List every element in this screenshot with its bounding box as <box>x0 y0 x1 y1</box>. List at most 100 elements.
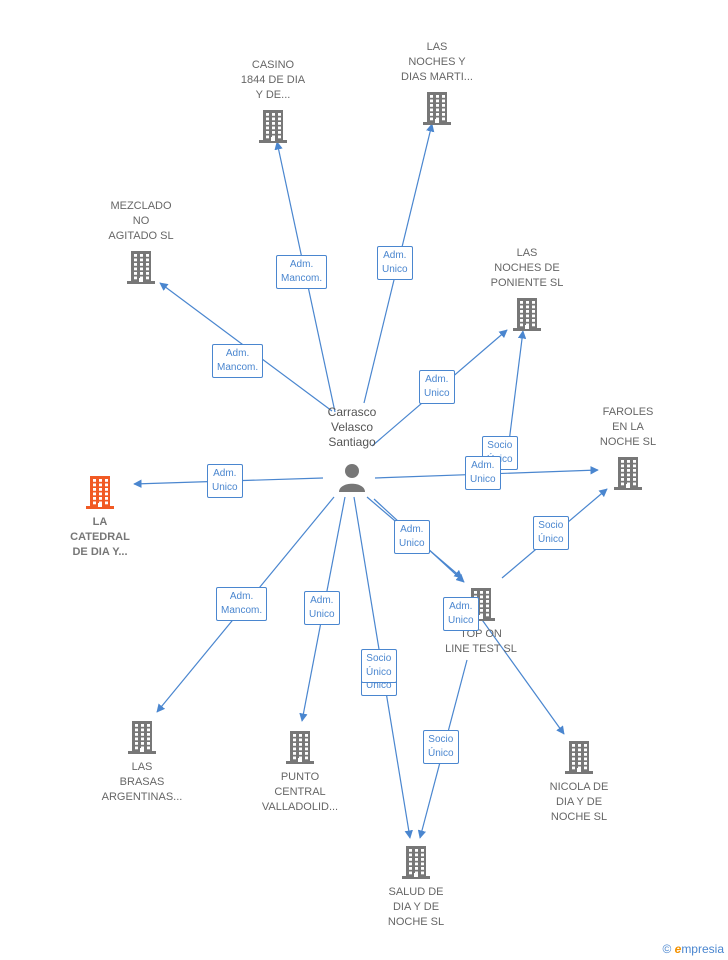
edge-label[interactable]: Adm.Unico <box>304 591 340 625</box>
brand-e: e <box>674 942 682 956</box>
edge-label[interactable]: Adm. Mancom. <box>276 255 328 289</box>
company-label: ARGENTINAS... <box>101 791 183 803</box>
edge-label-line: Unico <box>382 264 408 275</box>
company-label: LINE TEST SL <box>445 643 517 655</box>
company-label: NOCHE SL <box>599 436 657 448</box>
building-icon <box>128 721 156 754</box>
copyright-icon: © <box>662 942 672 956</box>
company-label: MEZCLADO <box>110 200 172 212</box>
company-label: 1844 DE DIA <box>240 74 306 86</box>
company-node-punto-central[interactable]: PUNTO CENTRAL VALLADOLID... <box>240 730 360 815</box>
company-label: Y DE... <box>255 89 291 101</box>
edge-label-line: Mancom. <box>281 273 323 284</box>
edge-label-line: Socio <box>487 440 513 451</box>
edge-label-line: Socio <box>428 734 454 745</box>
building-icon <box>259 110 287 143</box>
edge-label-line: Socio <box>366 653 392 664</box>
company-node-brasas[interactable]: LAS BRASAS ARGENTINAS... <box>82 720 202 805</box>
edge-label-line: Adm. <box>289 259 314 270</box>
company-node-faroles[interactable]: FAROLES EN LA NOCHE SL <box>568 405 688 490</box>
edge-label-line: Único <box>538 534 564 545</box>
company-label: VALLADOLID... <box>261 801 339 813</box>
brand-rest: mpresia <box>681 942 724 956</box>
person-name-line-1: Carrasco <box>327 405 377 419</box>
company-label: NOCHE SL <box>550 811 608 823</box>
edge-label[interactable]: Adm.Unico <box>443 597 479 631</box>
building-icon <box>565 741 593 774</box>
edge-line <box>469 602 565 735</box>
edge-label-line: Unico <box>448 615 474 626</box>
edge-label-line: Adm. <box>310 595 334 606</box>
edge-label-line: Adm. <box>471 460 495 471</box>
edge-label-line: Unico <box>399 538 425 549</box>
company-label: EN LA <box>612 421 644 433</box>
edge-label-line: Adm. <box>229 591 254 602</box>
edge-label[interactable]: Adm. Unico <box>419 370 455 404</box>
person-name-line-3: Santiago <box>328 435 376 449</box>
building-icon <box>423 92 451 125</box>
company-label: DIA Y DE <box>392 901 440 913</box>
company-label: CATEDRAL <box>70 531 130 543</box>
edge-label-line: Unico <box>366 680 392 691</box>
edge-label-line: Único <box>366 667 392 678</box>
building-icon <box>614 457 642 490</box>
company-label: DIA Y DE <box>555 796 603 808</box>
company-label: NOCHES Y <box>408 56 466 68</box>
edge-label-line: Adm. <box>425 374 449 385</box>
edge-label-line: Adm. <box>383 250 407 261</box>
building-icon <box>86 476 114 509</box>
company-node-top-on-line[interactable]: TOP ON LINE TEST SL <box>421 587 541 657</box>
company-node-catedral[interactable]: LA CATEDRAL DE DIA Y... <box>40 475 160 560</box>
company-label: NICOLA DE <box>549 781 609 793</box>
edge-label-line: Mancom. <box>217 362 259 373</box>
company-label: FAROLES <box>602 406 654 418</box>
company-label: AGITADO SL <box>108 230 174 242</box>
edge-label-line: Adm. <box>225 348 250 359</box>
company-label: DIAS MARTI... <box>401 71 473 83</box>
company-label: LA <box>92 516 108 528</box>
company-label: LAS <box>516 247 538 259</box>
company-label: NOCHE SL <box>387 916 445 928</box>
company-label: CENTRAL <box>274 786 326 798</box>
company-node-nicola[interactable]: NICOLA DE DIA Y DE NOCHE SL <box>519 740 639 825</box>
company-label: LAS <box>426 41 448 53</box>
company-node-casino[interactable]: CASINO 1844 DE DIA Y DE... <box>213 58 333 143</box>
building-icon <box>127 251 155 284</box>
edge-label[interactable]: Adm. Unico <box>377 246 413 280</box>
edge-label[interactable]: Adm. Unico <box>394 520 430 554</box>
person-icon <box>339 464 365 492</box>
building-icon <box>286 731 314 764</box>
company-label: SALUD DE <box>388 886 444 898</box>
company-node-mezclado[interactable]: MEZCLADO NO AGITADO SL <box>81 199 201 284</box>
company-node-noches-marti[interactable]: LAS NOCHES Y DIAS MARTI... <box>377 40 497 125</box>
edge-label-line: Unico <box>424 388 450 399</box>
company-node-salud[interactable]: SALUD DE DIA Y DE NOCHE SL <box>356 845 476 930</box>
edge-label[interactable]: Adm. Mancom. <box>212 344 264 378</box>
company-label: DE DIA Y... <box>72 546 128 558</box>
company-label: BRASAS <box>119 776 165 788</box>
edge-label[interactable]: Adm. Unico <box>207 464 243 498</box>
person-node[interactable]: Carrasco Velasco Santiago <box>292 405 412 492</box>
edge-label-line: Adm. <box>213 468 237 479</box>
edge-label-line: Unico <box>212 482 238 493</box>
company-label: PUNTO <box>280 771 320 783</box>
company-label: CASINO <box>251 59 295 71</box>
edge-label-line: Mancom. <box>221 605 263 616</box>
building-icon <box>513 298 541 331</box>
person-name-line-2: Velasco <box>330 420 374 434</box>
edge-line <box>507 330 527 451</box>
company-label: LAS <box>131 761 153 773</box>
company-label: PONIENTE SL <box>490 277 564 289</box>
edge-label-line: Unico <box>470 474 496 485</box>
company-label: TOP ON <box>460 628 502 640</box>
edge-label-line: Adm. <box>400 524 424 535</box>
edge-label-line: Único <box>428 748 454 759</box>
empresia-logo: © empresia <box>662 942 724 956</box>
company-label: NO <box>132 215 150 227</box>
edge-label[interactable]: Adm. Unico <box>465 456 501 490</box>
edge-label[interactable]: Adm. Mancom. <box>216 587 268 621</box>
